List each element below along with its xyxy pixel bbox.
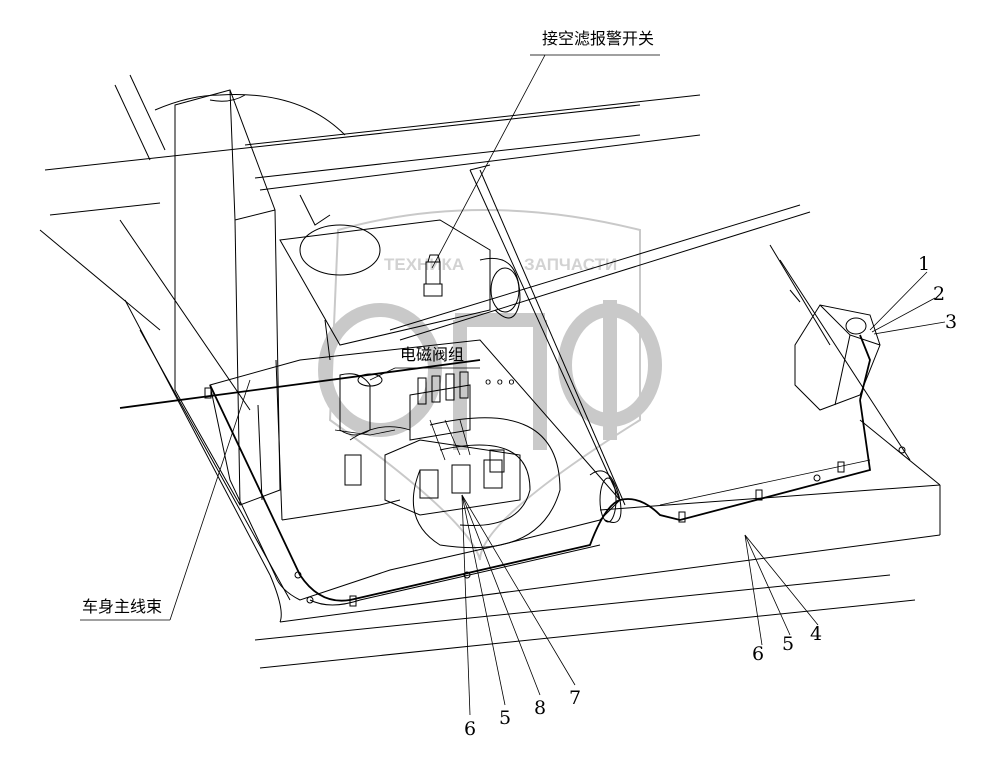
left-panel-bracket — [154, 89, 346, 506]
label-body-main-harness: 车身主线束 — [82, 597, 162, 616]
callout-7: 7 — [569, 687, 581, 709]
callout-8: 8 — [534, 697, 546, 719]
chassis-frame — [39, 74, 941, 669]
callout-3: 3 — [945, 311, 957, 333]
watermark-text-left: ТЕХНИКА — [384, 255, 464, 274]
callout-5-bottom: 5 — [499, 707, 511, 729]
solenoid-valve-group: ᵒ ᵒ ᵒ — [334, 371, 521, 516]
callout-1: 1 — [918, 253, 930, 275]
callout-2: 2 — [933, 283, 945, 305]
blower-housing — [279, 194, 622, 549]
callout-5: 5 — [782, 633, 794, 655]
callout-6: 6 — [752, 643, 764, 665]
watermark-logo: ТЕХНИКА ЗАПЧАСТИ — [318, 209, 662, 561]
leader-lines — [80, 54, 946, 716]
floor-plate — [209, 339, 906, 606]
valve-tiny-text: ᵒ ᵒ ᵒ — [485, 375, 515, 394]
callout-4: 4 — [810, 623, 822, 645]
label-solenoid-valve-group: 电磁阀组 — [400, 345, 464, 364]
label-air-filter-alarm-switch: 接空滤报警开关 — [542, 29, 654, 48]
reservoir-box — [794, 304, 881, 411]
watermark-text-right: ЗАПЧАСТИ — [524, 255, 617, 274]
callout-6-bottom: 6 — [464, 718, 476, 740]
air-filter-alarm-switch — [423, 254, 443, 297]
